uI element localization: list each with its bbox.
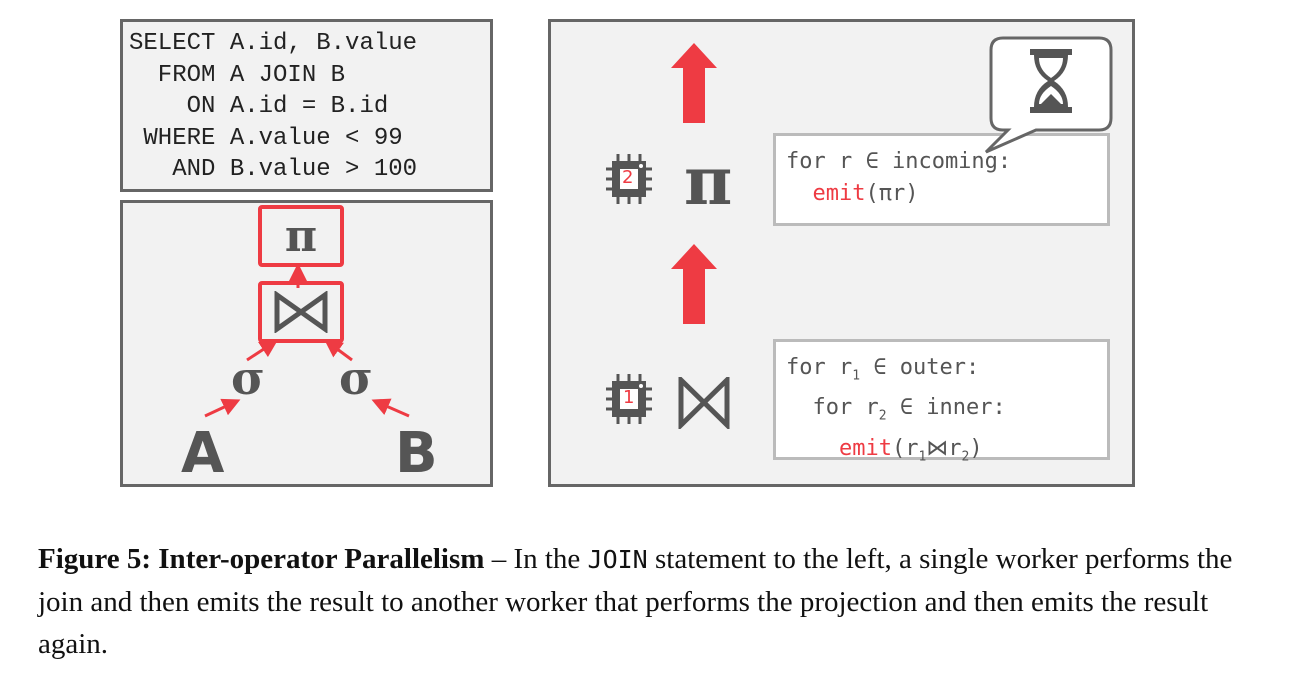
select-left: σ <box>231 351 265 405</box>
code-text: for r <box>786 355 853 380</box>
caption-text: statement to the left, a single worker p… <box>38 543 1233 660</box>
caption-label: Figure 5: Inter-operator Parallelism <box>38 543 485 575</box>
subscript: 1 <box>852 368 861 384</box>
projection-symbol: π <box>684 142 733 220</box>
subscript: 2 <box>961 449 970 465</box>
join-code-box: for r1 ∈ outer: for r2 ∈ inner: emit(r1⋈… <box>773 339 1110 464</box>
hourglass-icon <box>1030 49 1072 113</box>
arrow-b-to-select <box>371 398 410 418</box>
sql-panel: SELECT A.id, B.value FROM A JOIN B ON A.… <box>120 19 493 192</box>
sql-line: ON A.id = B.id <box>129 93 389 120</box>
arrow-up-icon <box>671 244 717 324</box>
relation-a: A <box>181 421 225 486</box>
chip-number: 2 <box>622 167 634 188</box>
sql-query: SELECT A.id, B.value FROM A JOIN B ON A.… <box>129 28 417 186</box>
cpu-chip-icon: 1 <box>604 372 654 426</box>
code-text: for r <box>786 395 879 421</box>
code-text: ∈ inner: <box>886 395 1006 421</box>
code-line: for r2 ∈ inner: <box>786 392 1107 432</box>
code-text: ) <box>969 435 983 461</box>
waiting-speech-bubble <box>984 36 1113 154</box>
arrow-a-to-select <box>204 398 241 418</box>
subscript: 1 <box>918 449 927 465</box>
code-text: (r <box>891 435 919 461</box>
bowtie-icon <box>274 291 328 333</box>
sql-line: SELECT A.id, B.value <box>129 30 418 57</box>
relation-b: B <box>395 421 438 486</box>
emit-keyword: emit <box>812 181 866 206</box>
projection-code-box: for r ∈ incoming: emit(πr) <box>773 133 1110 226</box>
emit-keyword: emit <box>838 435 892 461</box>
sql-line: FROM A JOIN B <box>129 61 346 89</box>
select-right: σ <box>339 351 373 405</box>
bowtie-icon <box>678 377 730 429</box>
caption-keyword: JOIN <box>587 545 648 574</box>
subscript: 2 <box>878 408 887 424</box>
chip-number: 1 <box>623 387 635 408</box>
figure-caption: Figure 5: Inter-operator Parallelism – I… <box>38 538 1238 665</box>
code-text: ∈ outer: <box>860 355 980 380</box>
caption-text: – In the <box>484 543 588 575</box>
code-text: (πr) <box>865 181 919 206</box>
sql-line: WHERE A.value < 99 <box>129 124 403 152</box>
arrow-select-to-join <box>246 339 279 362</box>
sql-line: AND B.value > 100 <box>129 156 418 183</box>
workers-panel: 2 π for r ∈ incoming: emit(πr) 1 ⋈ for r… <box>548 19 1135 487</box>
query-plan-panel: π σ σ A B <box>120 200 493 487</box>
cpu-chip-icon: 2 <box>604 152 654 206</box>
projection-operator: π <box>258 205 344 267</box>
projection-symbol: π <box>284 210 318 262</box>
code-line: emit(πr) <box>786 178 1107 210</box>
code-text: ⋈r <box>926 435 962 461</box>
code-line: emit(r1⋈r2) <box>786 433 1107 473</box>
arrow-up-icon <box>671 43 717 123</box>
code-line: for r1 ∈ outer: <box>786 352 1107 392</box>
arrow-select-to-join <box>324 339 353 362</box>
code-line: for r ∈ incoming: <box>786 149 1012 174</box>
plan-arrows <box>204 263 410 418</box>
join-operator <box>258 281 344 343</box>
